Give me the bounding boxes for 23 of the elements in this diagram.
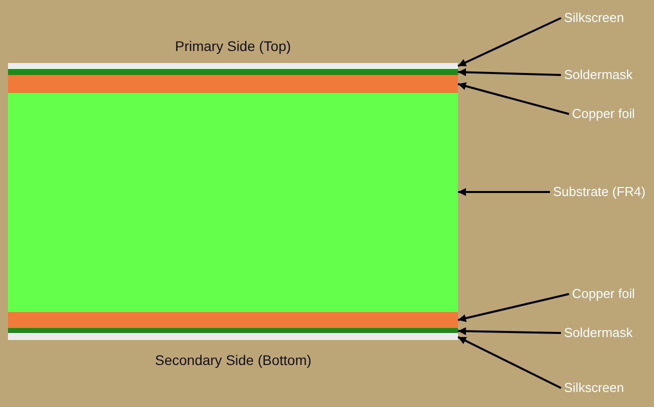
soldermask-layer: [8, 328, 458, 333]
side-label: Primary Side (Top): [175, 38, 291, 55]
layer-label: Soldermask: [564, 325, 633, 341]
leader-arrow: [458, 336, 562, 389]
copper-layer: [8, 75, 458, 93]
copper-layer: [8, 312, 458, 328]
layer-label: Copper foil: [572, 286, 635, 302]
leader-arrow: [458, 68, 562, 76]
soldermask-layer: [8, 69, 458, 75]
leader-arrow: [458, 17, 562, 67]
leader-arrow: [458, 293, 570, 322]
substrate-layer: [8, 93, 458, 312]
silkscreen-layer: [8, 333, 458, 340]
layer-label: Copper foil: [572, 106, 635, 122]
leader-arrow: [458, 327, 562, 336]
layer-label: Silkscreen: [564, 380, 624, 396]
layer-label: Silkscreen: [564, 10, 624, 26]
layer-label: Substrate (FR4): [553, 184, 646, 200]
leader-arrow: [458, 82, 570, 115]
layer-label: Soldermask: [564, 67, 633, 83]
leader-arrow: [458, 188, 550, 196]
silkscreen-layer: [8, 63, 458, 69]
side-label: Secondary Side (Bottom): [155, 352, 312, 369]
